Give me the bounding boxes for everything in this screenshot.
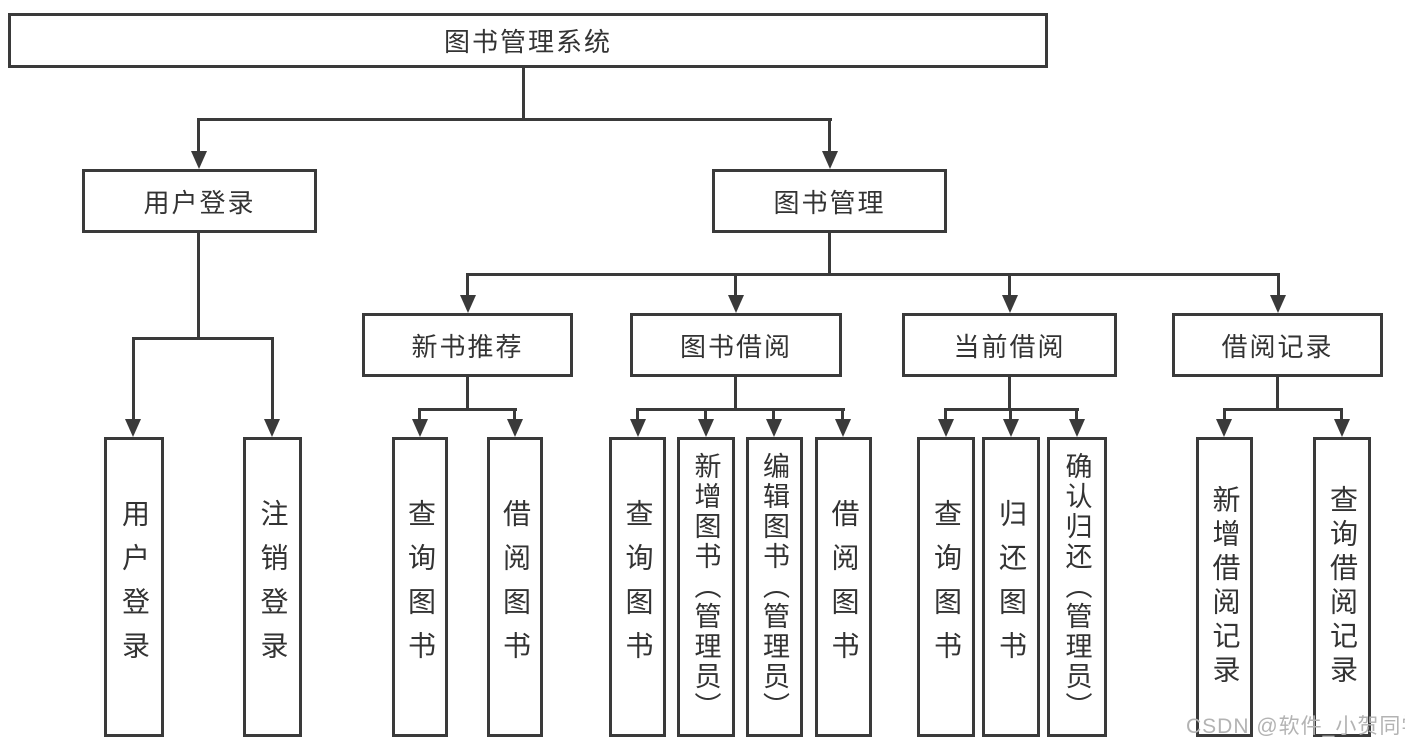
- connector-line: [466, 273, 469, 298]
- arrow-down-icon: [1069, 419, 1085, 437]
- connector-line: [1276, 377, 1279, 410]
- leaf-user-login: 用户登录: [104, 437, 164, 737]
- connector-line: [466, 273, 1280, 276]
- connector-line: [418, 408, 421, 422]
- connector-line: [841, 408, 844, 422]
- connector-line: [466, 377, 469, 410]
- connector-line: [734, 273, 737, 298]
- connector-line: [197, 118, 832, 121]
- connector-line: [704, 408, 707, 422]
- arrow-down-icon: [507, 419, 523, 437]
- arrow-down-icon: [698, 419, 714, 437]
- node-new-book-recommend: 新书推荐: [362, 313, 573, 377]
- arrow-down-icon: [191, 151, 207, 169]
- connector-line: [132, 337, 135, 421]
- node-book-borrowing: 图书借阅: [630, 313, 842, 377]
- leaf-logout: 注销登录: [243, 437, 302, 737]
- node-book-management: 图书管理: [712, 169, 947, 233]
- arrow-down-icon: [1003, 419, 1019, 437]
- leaf-add-books-admin: 新增图书（管理员）: [677, 437, 735, 737]
- connector-line: [636, 408, 639, 422]
- watermark: CSDN @软件_小贺同学: [1186, 715, 1405, 738]
- connector-line: [197, 233, 200, 340]
- connector-line: [197, 118, 200, 154]
- leaf-return-books: 归还图书: [982, 437, 1040, 737]
- arrow-down-icon: [1002, 295, 1018, 313]
- connector-line: [944, 408, 947, 422]
- arrow-down-icon: [264, 419, 280, 437]
- connector-line: [828, 233, 831, 275]
- connector-line: [1008, 273, 1011, 298]
- leaf-confirm-return-admin: 确认归还（管理员）: [1047, 437, 1107, 737]
- arrow-down-icon: [766, 419, 782, 437]
- connector-line: [1075, 408, 1078, 422]
- leaf-query-books-current: 查询图书: [917, 437, 975, 737]
- connector-line: [1277, 273, 1280, 298]
- leaf-edit-books-admin: 编辑图书（管理员）: [746, 437, 803, 737]
- arrow-down-icon: [1270, 295, 1286, 313]
- node-borrow-records: 借阅记录: [1172, 313, 1383, 377]
- connector-line: [1340, 408, 1343, 422]
- leaf-add-borrow-record: 新增借阅记录: [1196, 437, 1253, 737]
- node-user-login: 用户登录: [82, 169, 317, 233]
- connector-line: [772, 408, 775, 422]
- arrow-down-icon: [835, 419, 851, 437]
- leaf-borrow-books-borrowing: 借阅图书: [815, 437, 872, 737]
- connector-line: [132, 337, 274, 340]
- connector-line: [1008, 377, 1011, 410]
- leaf-borrow-books-recommend: 借阅图书: [487, 437, 543, 737]
- leaf-query-books-borrowing: 查询图书: [609, 437, 666, 737]
- connector-line: [418, 408, 517, 411]
- arrow-down-icon: [460, 295, 476, 313]
- connector-line: [1223, 408, 1343, 411]
- arrow-down-icon: [728, 295, 744, 313]
- node-current-borrowing: 当前借阅: [902, 313, 1117, 377]
- connector-line: [1009, 408, 1012, 422]
- arrow-down-icon: [630, 419, 646, 437]
- arrow-down-icon: [822, 151, 838, 169]
- leaf-query-books-recommend: 查询图书: [392, 437, 448, 737]
- connector-line: [513, 408, 516, 422]
- connector-line: [734, 377, 737, 410]
- leaf-query-borrow-record: 查询借阅记录: [1313, 437, 1371, 737]
- connector-line: [522, 68, 525, 120]
- connector-line: [271, 337, 274, 421]
- arrow-down-icon: [938, 419, 954, 437]
- connector-line: [1223, 408, 1226, 422]
- arrow-down-icon: [1216, 419, 1232, 437]
- connector-line: [636, 408, 845, 411]
- arrow-down-icon: [1334, 419, 1350, 437]
- connector-line: [828, 118, 831, 154]
- arrow-down-icon: [412, 419, 428, 437]
- arrow-down-icon: [125, 419, 141, 437]
- node-library-management-system: 图书管理系统: [8, 13, 1048, 68]
